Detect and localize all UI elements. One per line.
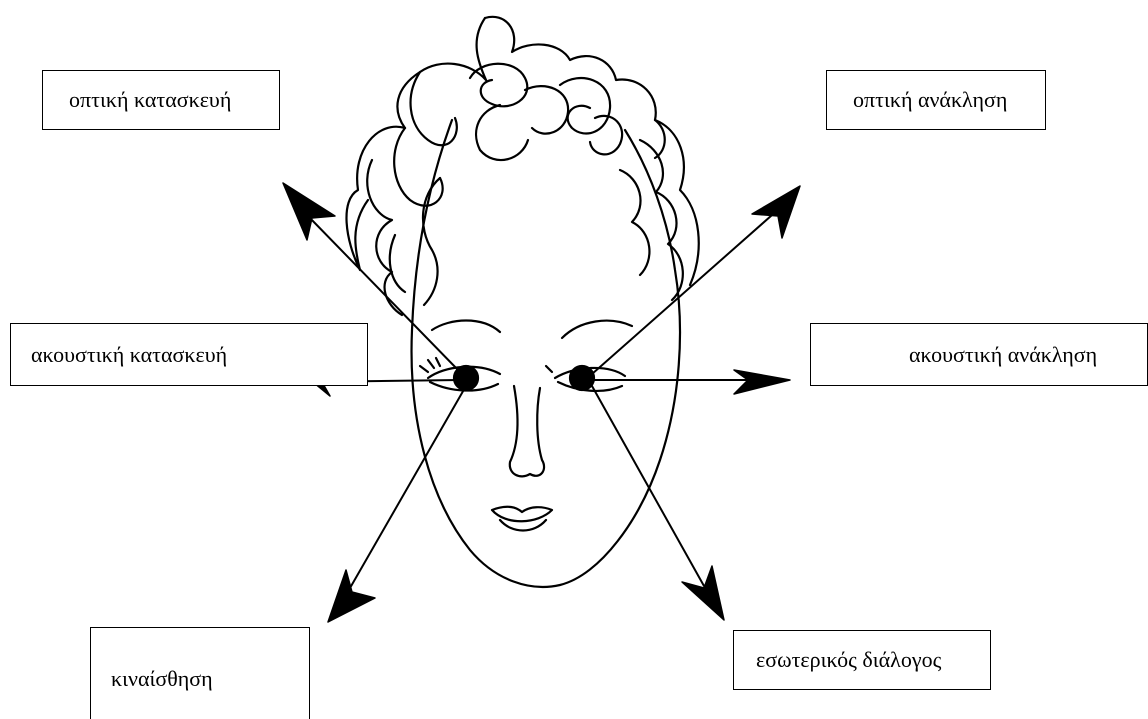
arrowhead-right-icon (734, 370, 790, 394)
label-auditory-constructed-text: ακουστική κατασκευή (31, 342, 227, 368)
label-kinesthetic-text: κιναίσθηση (111, 666, 213, 692)
arrowheads (283, 183, 800, 622)
label-visual-constructed: οπτική κατασκευή (42, 70, 280, 130)
eye-movement-arrows (300, 208, 780, 588)
label-kinesthetic: κιναίσθηση (90, 627, 310, 719)
left-eyebrow-icon (432, 321, 500, 333)
arrowhead-up-right-icon (752, 186, 800, 238)
label-auditory-constructed: ακουστική κατασκευή (10, 323, 368, 386)
label-auditory-remembered-text: ακουστική ανάκληση (909, 342, 1097, 368)
arrowhead-up-left-icon (283, 183, 335, 240)
label-visual-constructed-text: οπτική κατασκευή (69, 87, 231, 113)
label-internal-dialogue: εσωτερικός διάλογος (733, 630, 991, 690)
nose-icon (510, 386, 544, 476)
right-eyebrow-icon (562, 321, 632, 338)
arrowhead-down-left-icon (328, 570, 375, 622)
label-visual-remembered-text: οπτική ανάκληση (853, 87, 1007, 113)
mouth-icon (492, 507, 552, 521)
label-auditory-remembered: ακουστική ανάκληση (810, 323, 1148, 386)
right-eye-icon (546, 366, 625, 391)
arrowhead-down-right-icon (682, 566, 724, 620)
left-eye-icon (420, 358, 500, 391)
label-internal-dialogue-text: εσωτερικός διάλογος (756, 647, 941, 673)
label-visual-remembered: οπτική ανάκληση (826, 70, 1046, 130)
hair-curls (346, 17, 698, 315)
